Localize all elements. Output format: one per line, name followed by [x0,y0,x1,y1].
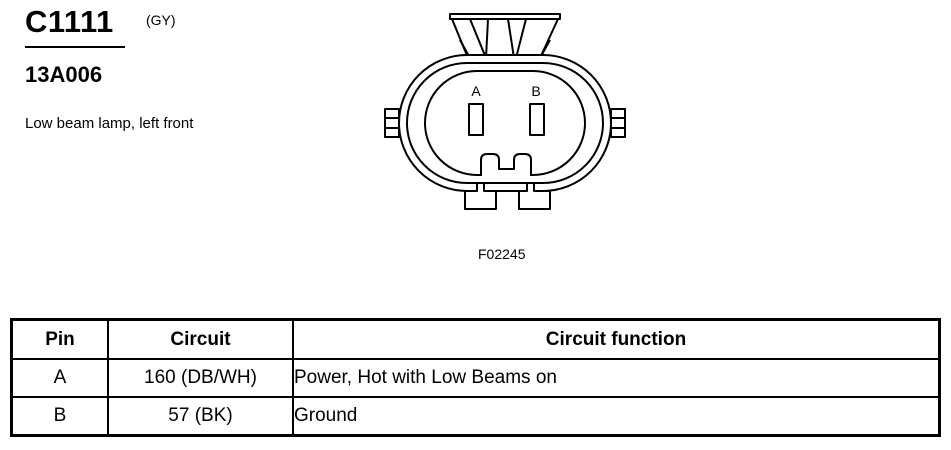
terminal-b-cavity [529,103,545,136]
connector-id: C1111 [25,4,114,39]
circuit-cell: 160 (DB/WH) [107,358,294,398]
connector-face-diagram: A B [384,13,626,210]
figure-id: F02245 [478,246,526,262]
color-code: (GY) [146,12,176,28]
table-row: A 160 (DB/WH) Power, Hot with Low Beams … [10,358,941,398]
table-header-row: Pin Circuit Circuit function [10,318,941,360]
pin-table: Pin Circuit Circuit function A 160 (DB/W… [10,318,941,437]
terminal-a-label: A [471,83,481,99]
header-circuit-function: Circuit function [292,318,941,360]
table-row: B 57 (BK) Ground [10,396,941,437]
right-latch [610,108,626,138]
connector-id-underline [25,46,125,48]
pin-cell: A [10,358,109,398]
terminal-b-label: B [531,83,540,99]
function-cell: Power, Hot with Low Beams on [292,358,941,398]
keyway-tabs [480,153,532,176]
function-cell: Ground [292,396,941,437]
terminal-a-cavity [468,103,484,136]
left-latch [384,108,400,138]
mounting-feet [464,184,551,210]
header-circuit: Circuit [107,318,294,360]
circuit-cell: 57 (BK) [107,396,294,437]
connector-description: Low beam lamp, left front [25,115,194,132]
pin-cell: B [10,396,109,437]
wire-boot [449,13,561,59]
part-number: 13A006 [25,62,103,87]
header-pin: Pin [10,318,109,360]
